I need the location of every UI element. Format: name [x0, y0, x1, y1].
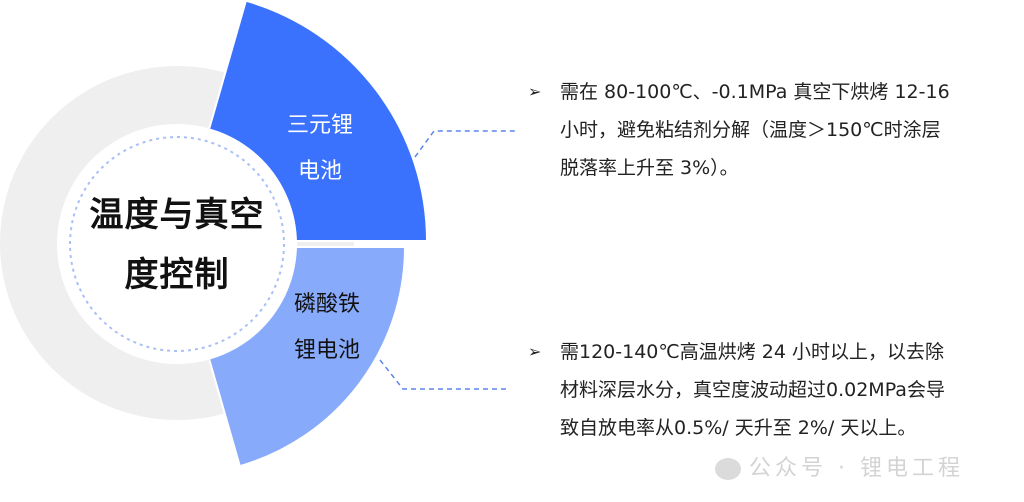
wechat-icon — [715, 458, 741, 480]
center-title-line: 温度与真空 — [89, 195, 265, 235]
segment-label-line: 磷酸铁 — [293, 292, 360, 317]
inner-circle — [57, 124, 297, 364]
note-line: 需在 80-100℃、-0.1MPa 真空下烘烤 12-16 — [560, 81, 950, 103]
center-title: 温度与真空 度控制 — [57, 185, 297, 305]
arrow-bullet-icon: ➢ — [528, 82, 542, 101]
segment-label-line: 电池 — [297, 159, 342, 184]
watermark: 公众号 · 锂电工程 — [715, 450, 964, 482]
connector-bottom — [379, 359, 510, 390]
segment-label-lfp: 磷酸铁 锂电池 — [272, 282, 382, 374]
note-line: 需120-140℃高温烘烤 24 小时以上，以去除 — [560, 341, 944, 363]
watermark-text: 公众号 · 锂电工程 — [749, 456, 964, 481]
note-line: 小时，避免粘结剂分解（温度＞150℃时涂层 — [560, 119, 941, 141]
note-ternary: ➢ 需在 80-100℃、-0.1MPa 真空下烘烤 12-16 小时，避免粘结… — [528, 73, 950, 187]
arrow-bullet-icon: ➢ — [528, 342, 542, 361]
note-line: 材料深层水分，真空度波动超过0.02MPa会导 — [560, 379, 945, 401]
dashed-circle — [69, 136, 285, 352]
segment-label-line: 三元锂 — [286, 113, 353, 138]
connector-top — [414, 130, 518, 158]
note-line: 脱落率上升至 3%）。 — [560, 157, 739, 179]
segment-label-ternary: 三元锂 电池 — [265, 103, 375, 195]
note-lfp: ➢ 需120-140℃高温烘烤 24 小时以上，以去除 材料深层水分，真空度波动… — [528, 333, 945, 447]
center-title-line: 度控制 — [124, 255, 230, 295]
note-line: 致自放电率从0.5%/ 天升至 2%/ 天以上。 — [560, 417, 917, 439]
segment-label-line: 锂电池 — [293, 338, 360, 363]
